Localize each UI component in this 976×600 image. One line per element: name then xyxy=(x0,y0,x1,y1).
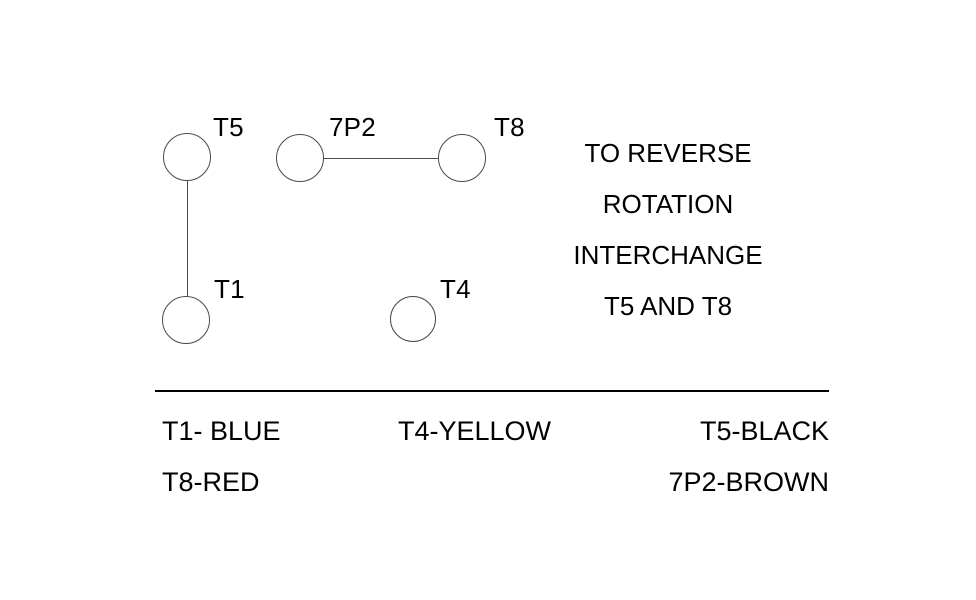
instruction-line-4: T5 AND T8 xyxy=(603,291,733,321)
terminal-t8[interactable] xyxy=(438,134,486,182)
terminal-t5[interactable] xyxy=(163,133,211,181)
terminal-label-t1: T1 xyxy=(214,274,245,304)
terminal-t1[interactable] xyxy=(162,296,210,344)
legend-entry-t8: T8-RED xyxy=(162,467,260,497)
legend-entry-t4: T4-YELLOW xyxy=(398,416,552,446)
terminal-label-t5: T5 xyxy=(213,112,244,142)
wire-color-legend: T1- BLUE T8-RED T4-YELLOW T5-BLACK 7P2-B… xyxy=(155,418,829,508)
legend-column-left: T1- BLUE T8-RED xyxy=(162,418,281,496)
legend-column-right: T5-BLACK 7P2-BROWN xyxy=(668,418,829,496)
terminal-label-t4: T4 xyxy=(440,274,471,304)
terminal-7p2[interactable] xyxy=(276,134,324,182)
legend-column-middle: T4-YELLOW xyxy=(398,418,551,445)
terminal-label-7p2: 7P2 xyxy=(329,112,376,142)
section-divider xyxy=(155,390,829,392)
wire-7p2-to-t8 xyxy=(324,158,438,159)
instruction-line-2: ROTATION xyxy=(602,189,734,219)
terminal-label-t8: T8 xyxy=(494,112,525,142)
instruction-block: TO REVERSE ROTATION INTERCHANGE T5 AND T… xyxy=(520,140,816,319)
legend-entry-t5: T5-BLACK xyxy=(699,416,829,446)
legend-entry-7p2: 7P2-BROWN xyxy=(668,467,829,497)
legend-entry-t1: T1- BLUE xyxy=(162,416,281,446)
wire-t5-to-t1 xyxy=(187,181,188,296)
instruction-line-1: TO REVERSE xyxy=(584,138,752,168)
instruction-line-3: INTERCHANGE xyxy=(573,240,763,270)
terminal-t4[interactable] xyxy=(390,296,436,342)
